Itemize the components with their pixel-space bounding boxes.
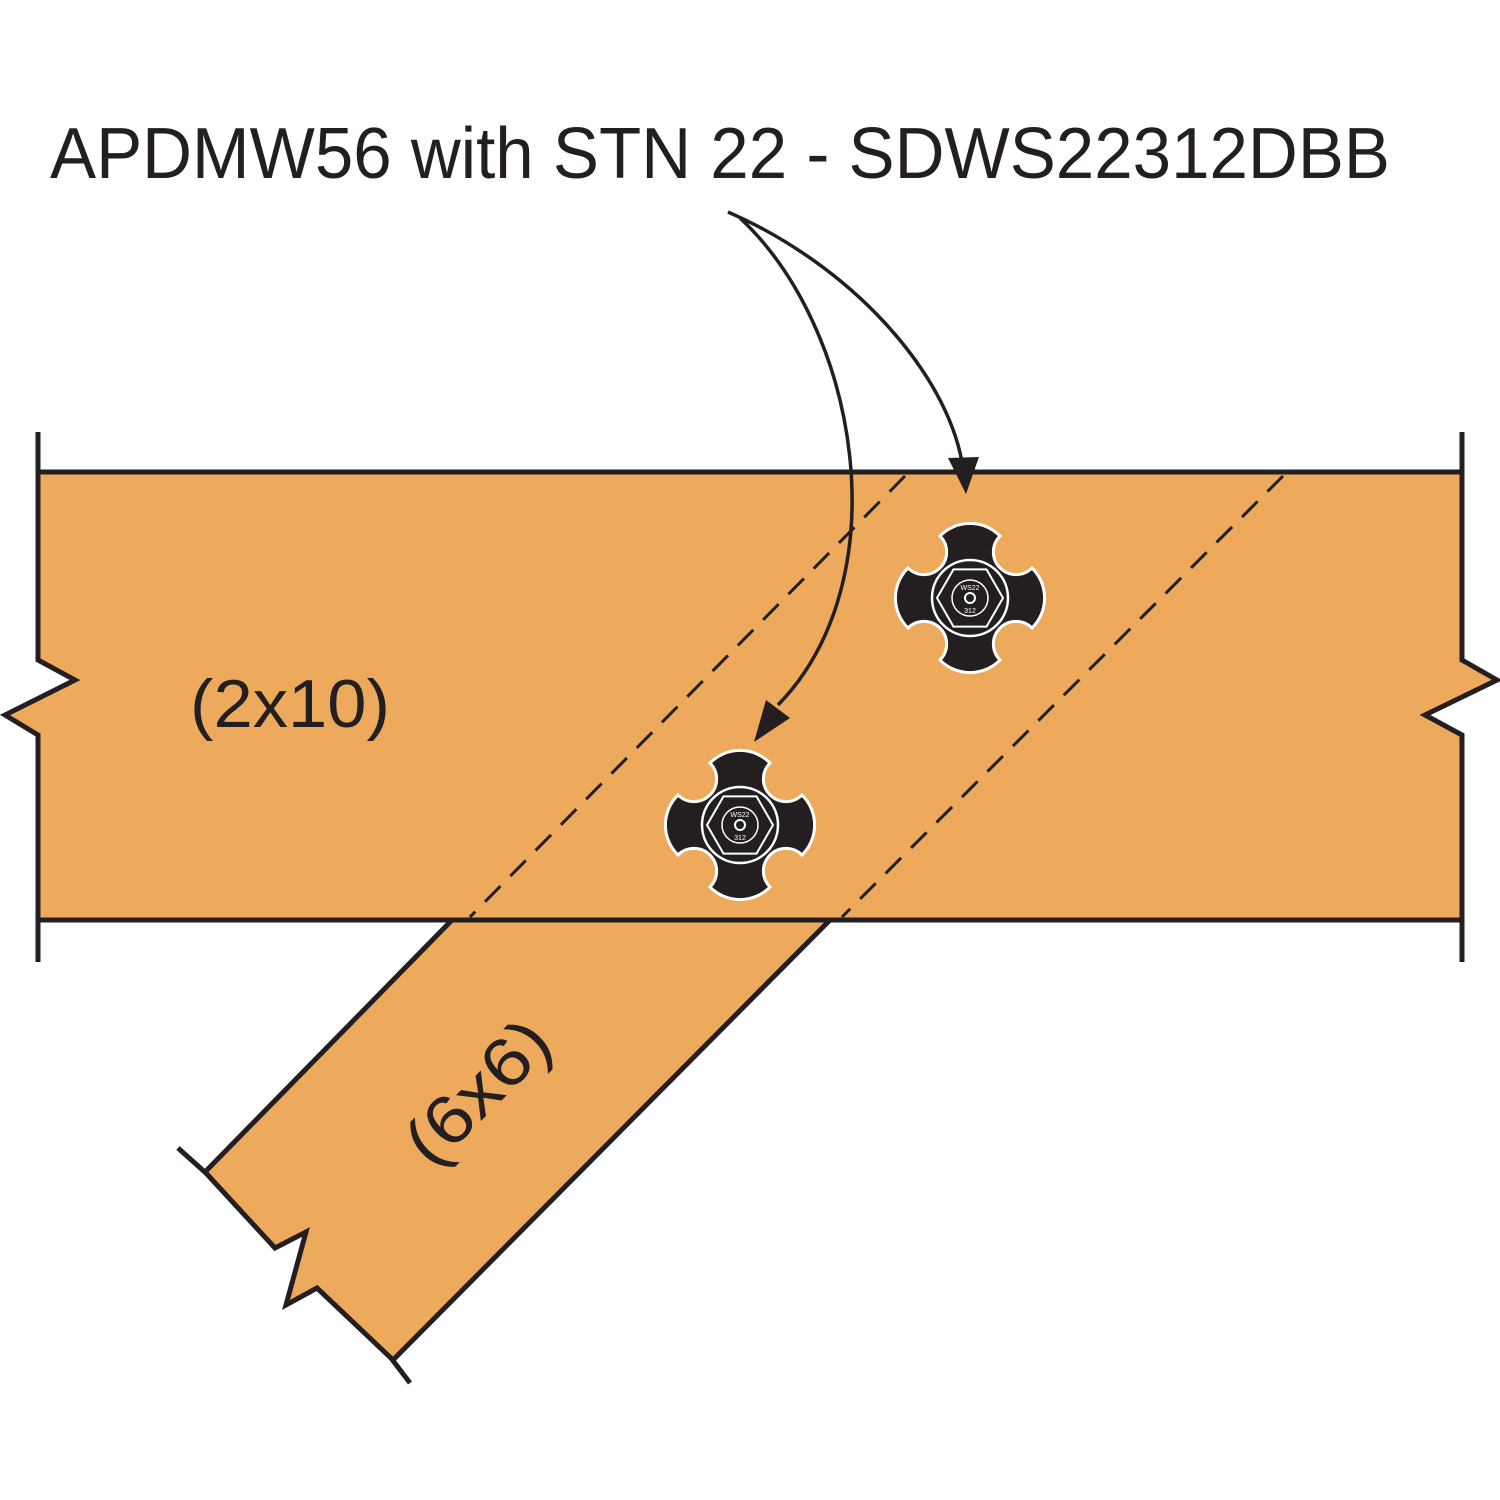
beam-label: (2x10) [190,666,390,742]
screw-head [951,579,989,617]
post-extension-line [389,1356,412,1385]
post-extension-line [176,1146,209,1176]
hidden-post-edge [840,474,1285,919]
post-6x6 [201,917,837,1364]
hidden-post-edge [468,474,907,919]
hex-nut [705,795,775,855]
arrowhead-lower [754,700,790,742]
nut-ring [930,558,1010,638]
washer-marking: WS22 [730,812,749,819]
diagram-title: APDMW56 with STN 22 - SDWS22312DBB [50,114,1390,194]
arrowhead-upper [948,457,979,494]
washer-plate [893,521,1047,675]
beam-left-break [0,432,81,962]
hex-nut [935,568,1005,628]
drive-recess-icon [964,592,976,604]
drive-recess-icon [734,819,746,831]
beam-right-break [1419,432,1500,962]
washer-marking: 312 [734,835,746,842]
washer-marking: WS22 [960,585,979,592]
screw-head [721,806,759,844]
leader-arrow-upper [727,210,964,463]
washer-plate [663,748,817,902]
nut-ring [700,785,780,865]
washer-lower: WS22 312 [663,748,817,902]
leader-arrow-lower [738,216,854,707]
beam-2x10 [5,472,1497,920]
washer-upper: WS22 312 [893,521,1047,675]
washer-marking: 312 [964,608,976,615]
